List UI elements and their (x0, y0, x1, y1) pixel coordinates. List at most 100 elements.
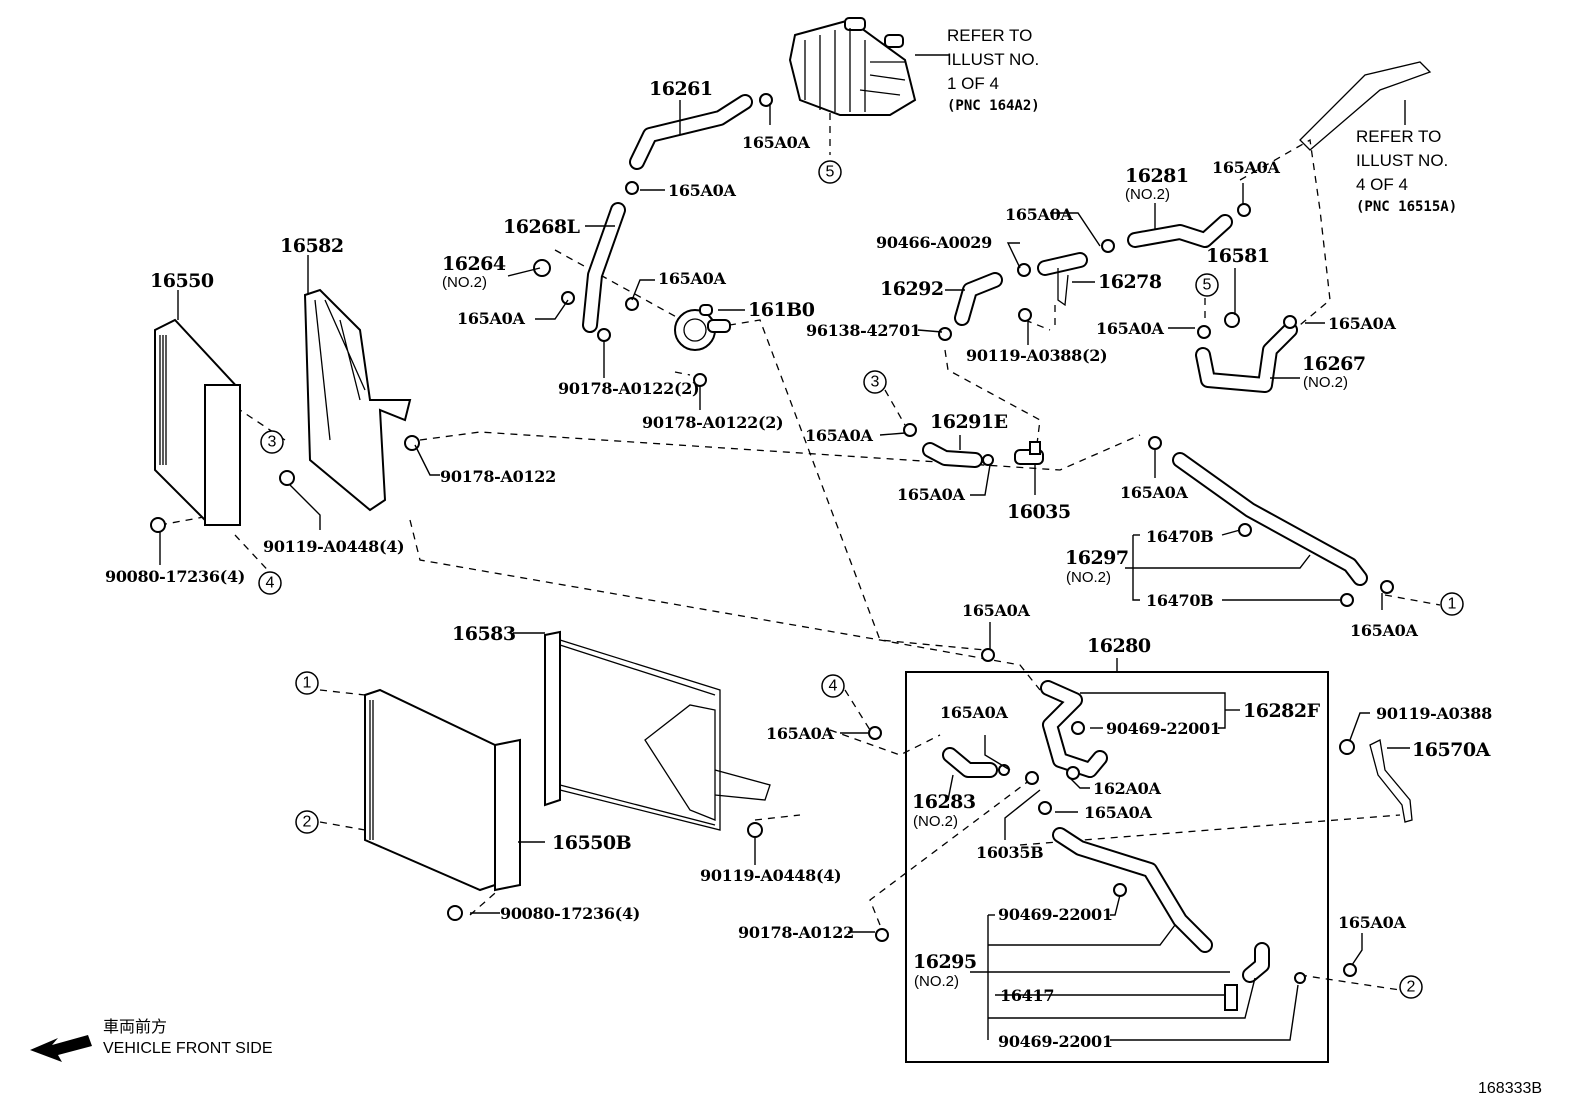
marker-1[interactable]: 1 (295, 671, 319, 695)
label-16281[interactable]: 16281 (1125, 165, 1189, 187)
fitting-16035 (1014, 441, 1044, 465)
label-16268L[interactable]: 16268L (503, 216, 580, 238)
label-90178-A0122[interactable]: 90178-A0122 (738, 923, 854, 942)
bracket-16582-illustration (303, 288, 412, 512)
svg-text:3: 3 (268, 434, 277, 451)
radiator-16550B-illustration (364, 688, 521, 892)
label-16035B[interactable]: 16035B (976, 843, 1044, 862)
label-90080-17236-4[interactable]: 90080-17236(4) (105, 567, 245, 586)
label-16278[interactable]: 16278 (1098, 271, 1162, 293)
label-16583[interactable]: 16583 (452, 623, 516, 645)
marker-3[interactable]: 3 (863, 370, 887, 394)
label-165A0A[interactable]: 165A0A (1096, 319, 1165, 338)
label-165A0A[interactable]: 165A0A (1005, 205, 1074, 224)
label-16295-no2: (NO.2) (914, 973, 959, 990)
label-165A0A[interactable]: 165A0A (658, 269, 727, 288)
marker-5[interactable]: 5 (1195, 273, 1219, 297)
marker-4[interactable]: 4 (821, 674, 845, 698)
svg-text:(PNC 16515A): (PNC 16515A) (1356, 199, 1457, 215)
label-16295[interactable]: 16295 (913, 951, 977, 973)
label-165A0A[interactable]: 165A0A (766, 724, 835, 743)
marker-5[interactable]: 5 (818, 160, 842, 184)
radiator-16550-illustration (154, 318, 241, 527)
label-16283[interactable]: 16283 (912, 791, 976, 813)
label-165A0A[interactable]: 165A0A (1212, 158, 1281, 177)
figure-id: 168333B (1478, 1080, 1542, 1097)
label-90178-A0122-2[interactable]: 90178-A0122(2) (642, 413, 784, 432)
label-165A0A[interactable]: 165A0A (805, 426, 874, 445)
pump-161B0-illustration (674, 304, 731, 351)
label-161B0[interactable]: 161B0 (748, 299, 815, 321)
svg-text:ILLUST NO.: ILLUST NO. (1356, 151, 1448, 170)
label-16470B[interactable]: 16470B (1146, 527, 1214, 546)
hose-16261 (629, 94, 753, 170)
label-16570A[interactable]: 16570A (1412, 739, 1491, 761)
label-16417[interactable]: 16417 (1000, 986, 1054, 1005)
label-90080-17236-4[interactable]: 90080-17236(4) (500, 904, 640, 923)
svg-text:1: 1 (303, 675, 312, 692)
marker-4[interactable]: 4 (258, 571, 282, 595)
label-16281-no2: (NO.2) (1125, 186, 1170, 203)
label-165A0A[interactable]: 165A0A (742, 133, 811, 152)
label-165A0A[interactable]: 165A0A (897, 485, 966, 504)
marker-2[interactable]: 2 (295, 810, 319, 834)
bracket-16278 (1057, 268, 1069, 307)
label-16550B[interactable]: 16550B (552, 832, 632, 854)
label-16267[interactable]: 16267 (1302, 353, 1366, 375)
marker-3[interactable]: 3 (260, 430, 284, 454)
frame-16583-illustration (544, 630, 771, 831)
label-90178-A0122-2[interactable]: 90178-A0122(2) (558, 379, 700, 398)
label-165A0A[interactable]: 165A0A (1338, 913, 1407, 932)
label-165A0A[interactable]: 165A0A (457, 309, 526, 328)
svg-text:ILLUST NO.: ILLUST NO. (947, 50, 1039, 69)
bracket-16570A (1369, 739, 1413, 823)
marker-2[interactable]: 2 (1399, 975, 1423, 999)
label-90178-A0122[interactable]: 90178-A0122 (440, 467, 556, 486)
marker-1[interactable]: 1 (1440, 592, 1464, 616)
label-165A0A[interactable]: 165A0A (668, 181, 737, 200)
label-16582[interactable]: 16582 (280, 235, 344, 257)
label-16261[interactable]: 16261 (649, 78, 713, 100)
reference-note-4-of-4: REFER TO ILLUST NO. 4 OF 4 (PNC 16515A) (1356, 127, 1457, 215)
valve-16417 (1224, 984, 1238, 1011)
label-16282F[interactable]: 16282F (1243, 700, 1321, 722)
pipe-16268L (582, 202, 626, 333)
label-90119-A0388-2[interactable]: 90119-A0388(2) (966, 346, 1108, 365)
label-90469-22001[interactable]: 90469-22001 (998, 905, 1113, 924)
label-16581[interactable]: 16581 (1206, 245, 1270, 267)
arrow-left-icon (30, 1035, 92, 1062)
label-16267-no2: (NO.2) (1303, 374, 1348, 391)
label-90466-A0029[interactable]: 90466-A0029 (876, 233, 992, 252)
label-16264[interactable]: 16264 (442, 253, 506, 275)
svg-text:4: 4 (266, 575, 275, 592)
clamp-icons (150, 93, 1394, 984)
label-165A0A[interactable]: 165A0A (962, 601, 1031, 620)
dashed-connectors (159, 100, 1441, 991)
label-16550[interactable]: 16550 (150, 270, 214, 292)
label-16035[interactable]: 16035 (1007, 501, 1071, 523)
orientation-label-jp: 車両前方 (103, 1018, 167, 1036)
label-90119-A0448-4[interactable]: 90119-A0448(4) (263, 537, 405, 556)
label-16470B[interactable]: 16470B (1146, 591, 1214, 610)
label-165A0A[interactable]: 165A0A (1328, 314, 1397, 333)
label-96138-42701[interactable]: 96138-42701 (806, 321, 921, 340)
label-16283-no2: (NO.2) (913, 813, 958, 830)
svg-text:4: 4 (829, 678, 838, 695)
label-16292[interactable]: 16292 (880, 278, 944, 300)
label-90119-A0388[interactable]: 90119-A0388 (1376, 704, 1492, 723)
label-162A0A[interactable]: 162A0A (1093, 779, 1162, 798)
label-16297[interactable]: 16297 (1065, 547, 1129, 569)
label-165A0A[interactable]: 165A0A (1084, 803, 1153, 822)
label-90469-22001[interactable]: 90469-22001 (1106, 719, 1221, 738)
label-16291E[interactable]: 16291E (930, 411, 1008, 433)
label-165A0A[interactable]: 165A0A (1120, 483, 1189, 502)
label-16280[interactable]: 16280 (1087, 635, 1151, 657)
label-90469-22001[interactable]: 90469-22001 (998, 1032, 1113, 1051)
svg-text:5: 5 (826, 164, 835, 181)
connection-markers: 5 5 3 4 3 1 1 2 4 2 (258, 160, 1464, 999)
vehicle-front-indicator: 車両前方 VEHICLE FRONT SIDE (30, 1018, 273, 1062)
svg-text:2: 2 (303, 814, 312, 831)
label-165A0A[interactable]: 165A0A (940, 703, 1009, 722)
label-90119-A0448-4[interactable]: 90119-A0448(4) (700, 866, 842, 885)
label-165A0A[interactable]: 165A0A (1350, 621, 1419, 640)
